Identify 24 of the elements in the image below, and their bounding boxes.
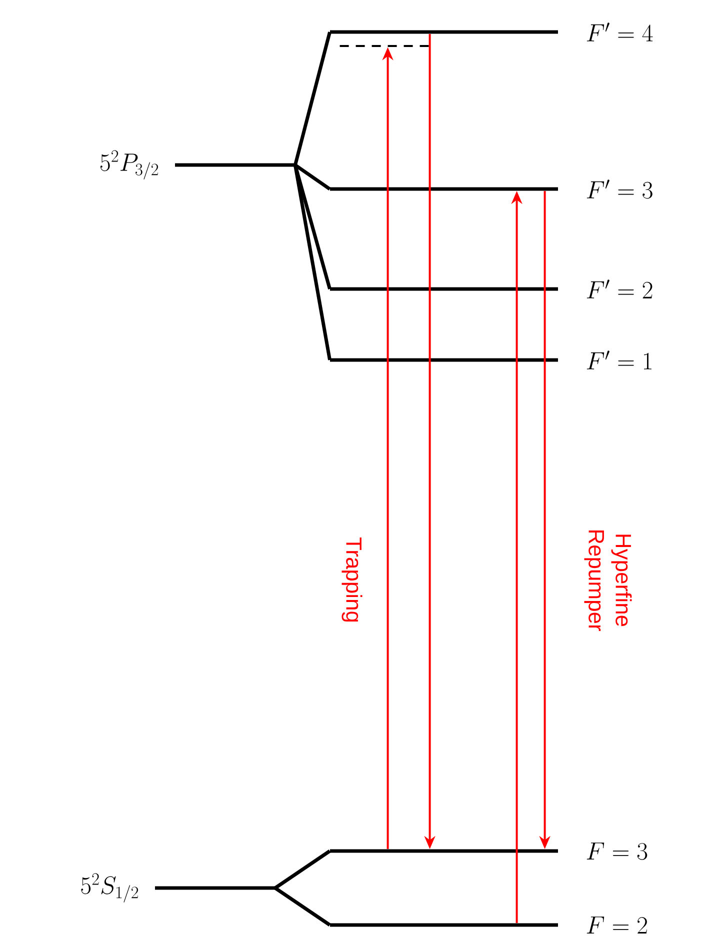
energy-level: $F' = 4$ bbox=[330, 22, 653, 42]
node-label: $5^2S_{1/2}$ bbox=[81, 873, 138, 902]
energy-level: $5^2S_{1/2}$ bbox=[81, 873, 275, 902]
energy-level: $F' = 3$ bbox=[330, 180, 652, 199]
splitting-line bbox=[294, 164, 331, 190]
node-label: $F' = 1$ bbox=[586, 350, 652, 370]
edge-label: Trapping bbox=[342, 538, 362, 622]
node-label: $F = 3$ bbox=[586, 842, 648, 860]
splitting-line bbox=[274, 886, 331, 926]
energy-level: $F' = 2$ bbox=[330, 280, 652, 298]
energy-level: $F = 2$ bbox=[330, 916, 647, 934]
node-label: $F' = 4$ bbox=[586, 22, 653, 42]
splitting-line bbox=[293, 164, 332, 360]
splitting-line bbox=[274, 850, 331, 890]
splitting-line bbox=[294, 164, 332, 290]
energy-level: $F' = 1$ bbox=[330, 350, 652, 370]
node-label: $5^2P_{3/2}$ bbox=[100, 150, 158, 180]
node-label: $F = 2$ bbox=[586, 916, 647, 934]
splitting-line bbox=[294, 32, 332, 166]
edge-label: Hyperfine Repumper bbox=[584, 530, 632, 631]
energy-level: $F = 3$ bbox=[330, 842, 648, 860]
node-label: $F' = 2$ bbox=[586, 280, 652, 298]
energy-level: $5^2P_{3/2}$ bbox=[100, 150, 295, 180]
node-label: $F' = 3$ bbox=[586, 180, 652, 199]
